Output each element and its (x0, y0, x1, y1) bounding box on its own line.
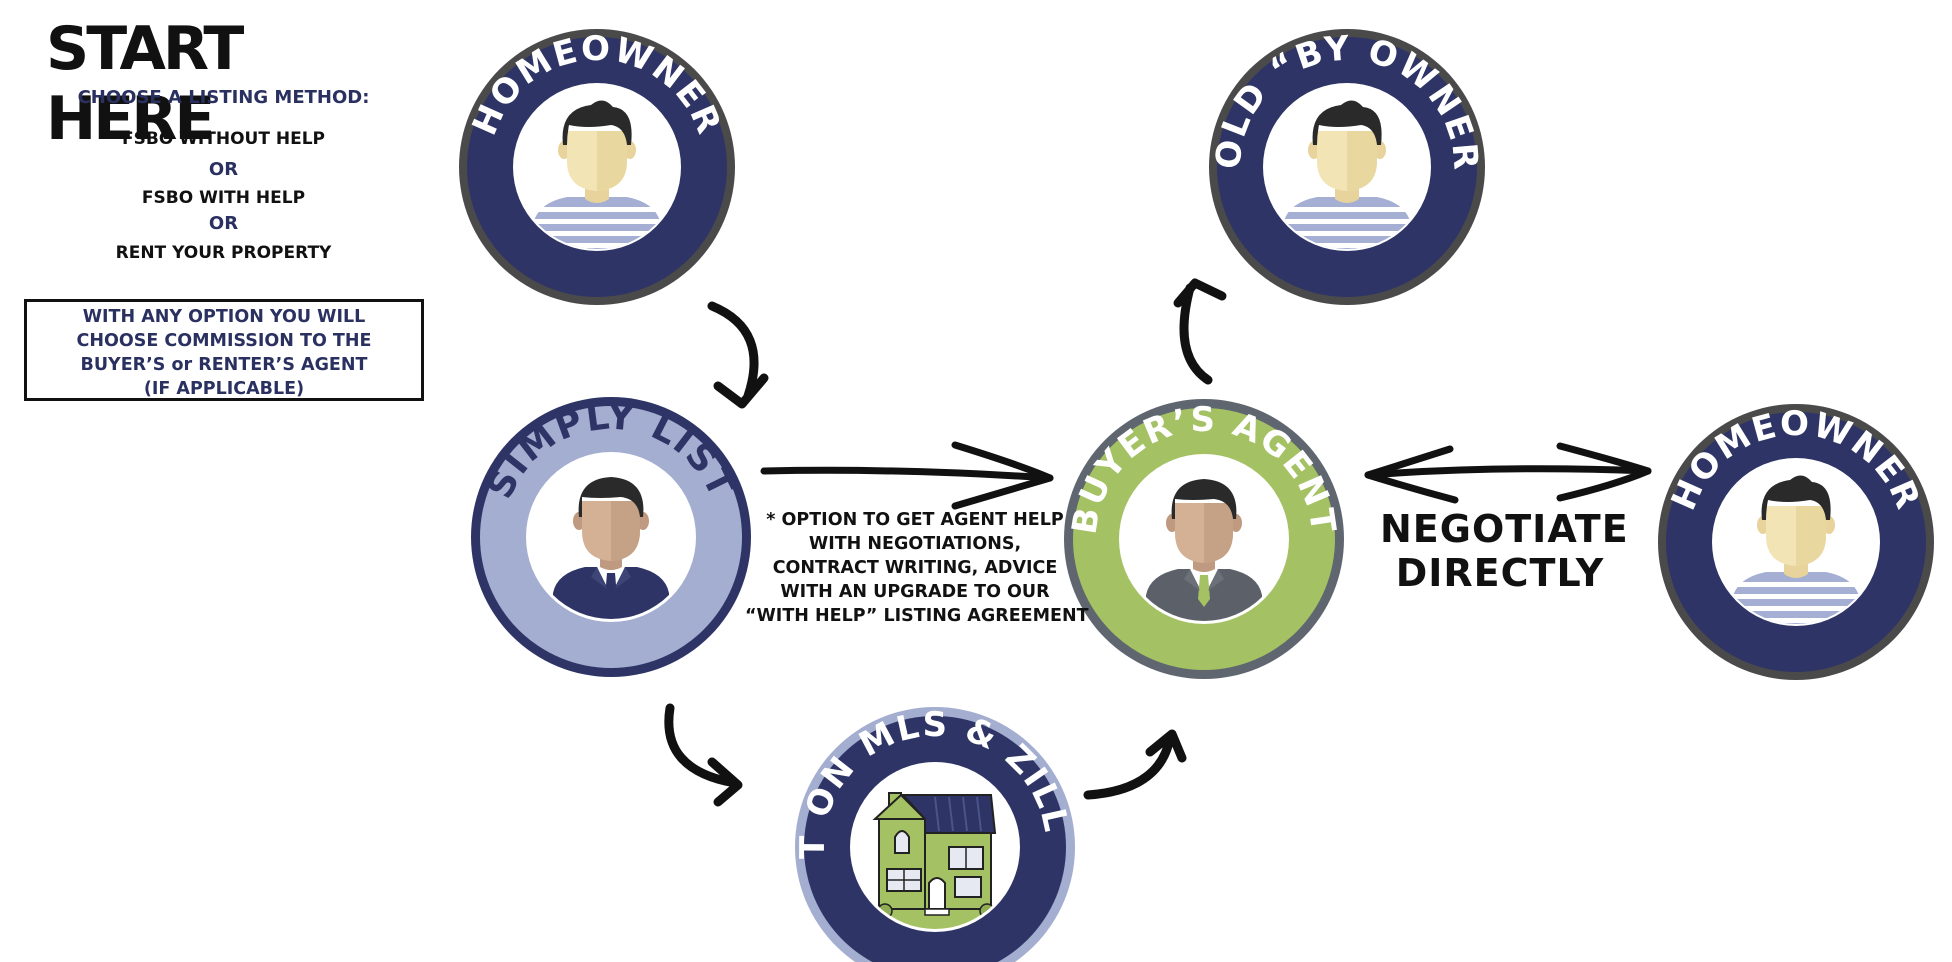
agent-help-note-line: CONTRACT WRITING, ADVICE (772, 558, 1058, 578)
arrow-mls-to-buyers-agent (1083, 729, 1187, 800)
start-here-title: START HERE (46, 14, 244, 154)
node-buyers-agent (1064, 399, 1344, 679)
agent-help-note-line: “WITH HELP” LISTING AGREEMENT (745, 606, 1089, 626)
node-homeowner-start (459, 29, 735, 305)
choose-method-subtitle: CHOOSE A LISTING METHOD: (77, 87, 370, 108)
option-fsbo-with-help: FSBO WITH HELP (141, 188, 306, 208)
agent-help-note-line: WITH AN UPGRADE TO OUR (780, 582, 1050, 602)
arrow-simply-list-to-buyers-agent (760, 441, 1054, 510)
commission-note-line: WITH ANY OPTION YOU WILL (82, 307, 366, 327)
arrow-simply-list-to-mls (664, 703, 743, 807)
negotiate-line: DIRECTLY (1395, 551, 1605, 595)
commission-note-line: CHOOSE COMMISSION TO THE (76, 331, 372, 351)
house-icon (875, 793, 995, 929)
commission-note-box: WITH ANY OPTION YOU WILL CHOOSE COMMISSI… (24, 299, 424, 401)
option-rent-property: RENT YOUR PROPERTY (115, 243, 332, 263)
node-simply-list (471, 397, 751, 677)
option-fsbo-without-help: FSBO WITHOUT HELP (122, 129, 325, 149)
node-sold-by-owner (1209, 29, 1485, 305)
arrow-homeowner-to-simply-list (707, 301, 769, 409)
agent-help-note-line: * OPTION TO GET AGENT HELP (766, 510, 1064, 530)
node-homeowner-right (1658, 404, 1934, 680)
arrow-negotiate-directly (1364, 442, 1652, 504)
arrow-buyers-agent-to-sold (1173, 278, 1227, 385)
option-or-1: OR (208, 159, 239, 180)
node-mls-zillow (795, 707, 1075, 962)
commission-note-line: (IF APPLICABLE) (143, 379, 305, 399)
negotiate-directly-label: NEGOTIATE DIRECTLY (1380, 507, 1629, 595)
negotiate-line: NEGOTIATE (1380, 507, 1629, 551)
agent-help-option-note: * OPTION TO GET AGENT HELP WITH NEGOTIAT… (745, 508, 1089, 628)
agent-help-note-line: WITH NEGOTIATIONS, (808, 534, 1022, 554)
option-or-2: OR (208, 213, 239, 234)
commission-note-line: BUYER’S or RENTER’S AGENT (80, 355, 368, 375)
